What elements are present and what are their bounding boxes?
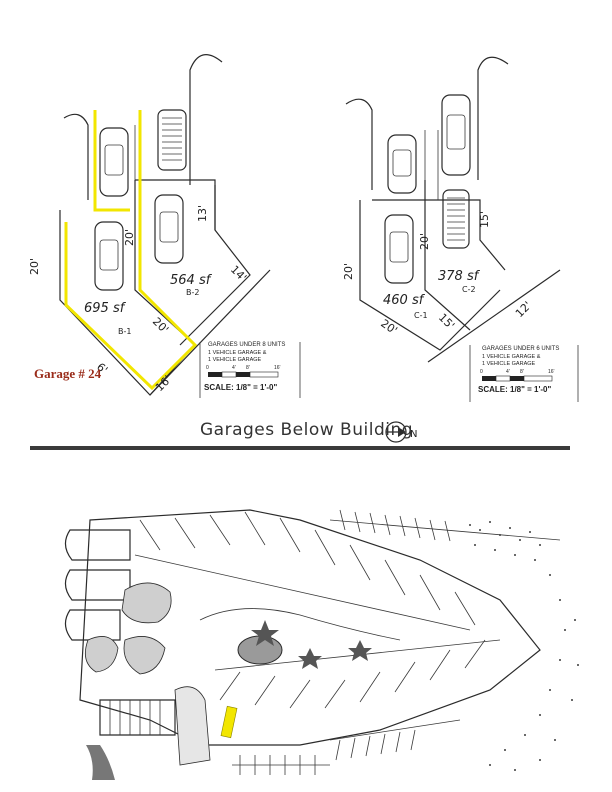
garage-building-stalls <box>109 700 161 735</box>
car-c1 <box>387 134 417 194</box>
building-outline <box>79 509 541 746</box>
legend-b-title: GARAGES UNDER 8 UNITS <box>208 342 285 348</box>
outer-wall-c1 <box>359 200 501 351</box>
scale-tick-c-8: 8' <box>520 369 524 375</box>
car-b3 <box>154 194 184 264</box>
landscape-dots <box>469 521 579 771</box>
highlight-outline-garage-24 <box>64 110 198 391</box>
legend-c-line1: 1 VEHICLE GARAGE & <box>482 354 541 360</box>
dim-c-20-center: 20' <box>418 233 431 250</box>
dim-b-20-center: 20' <box>123 229 136 246</box>
scale-text-c: SCALE: 1/8" = 1'-0" <box>478 385 551 394</box>
garden-1 <box>121 582 172 624</box>
tag-b1: B-1 <box>118 327 131 336</box>
tag-c2: C-2 <box>462 285 476 294</box>
dim-c-15-diag: 15' <box>436 311 457 332</box>
scale-bar-b <box>208 371 279 378</box>
north-arrow-icon <box>385 421 407 443</box>
scale-tick-b-0: 0 <box>206 365 209 371</box>
dim-b-20-left: 20' <box>28 258 41 275</box>
car-c3 <box>384 214 414 284</box>
driveway-curve-b-left <box>63 113 89 200</box>
scale-tick-c-4: 4' <box>506 369 510 375</box>
garage-c-plan: 20' 20' 15' 15' 12' 20' 460 sf 378 sf C-… <box>342 56 579 402</box>
dim-c-15-right: 15' <box>478 211 491 228</box>
garage-24-highlight <box>220 705 238 739</box>
car-b2 <box>94 221 124 291</box>
scale-tick-b-16: 16' <box>274 365 281 371</box>
garden-path <box>199 608 401 641</box>
outer-wall-c2 <box>372 199 506 271</box>
parking-top <box>329 509 561 542</box>
upper-wing-inner-edge <box>134 554 471 631</box>
garden-2 <box>84 636 119 673</box>
area-c1: 460 sf <box>383 293 426 308</box>
lower-wing-units <box>219 639 486 709</box>
lobe-1 <box>64 529 131 561</box>
car-b1 <box>99 127 129 197</box>
site-plan <box>64 509 579 780</box>
parking-right-bottom <box>329 719 461 761</box>
legend-b-line2: 1 VEHICLE GARAGE <box>208 357 262 363</box>
legend-c-title: GARAGES UNDER 6 UNITS <box>482 346 559 352</box>
scale-bar-c <box>482 375 553 382</box>
upper-wing-units <box>139 511 476 626</box>
dim-c-20-bottom: 20' <box>378 317 399 337</box>
driveway-curve-c-left <box>345 98 373 190</box>
dim-c-20-left: 20' <box>342 263 355 280</box>
dim-b-13: 13' <box>196 205 209 222</box>
parking-bottom <box>232 755 330 775</box>
outer-wall-b1 <box>59 210 196 396</box>
lobe-3 <box>64 609 121 641</box>
outer-wall-b2 <box>135 179 251 346</box>
diagonal-wall-c <box>427 269 561 363</box>
legend-c-frame <box>469 345 579 402</box>
section-title: Garages Below Building <box>200 420 414 440</box>
section-divider <box>30 446 570 450</box>
dim-b-16: 16' <box>153 373 174 394</box>
garage-building <box>99 699 176 736</box>
legend-b-line1: 1 VEHICLE GARAGE & <box>208 350 267 356</box>
scale-tick-c-16: 16' <box>548 369 555 375</box>
garden-3 <box>123 636 166 675</box>
driveway-curve-b-right <box>189 54 223 185</box>
dim-c-12: 12' <box>513 299 534 320</box>
area-b1: 695 sf <box>84 301 127 316</box>
car-b4-hatched <box>157 109 187 171</box>
lobe-2 <box>64 569 131 601</box>
area-c2: 378 sf <box>438 269 481 284</box>
car-c2 <box>441 94 471 176</box>
garage-24-label: Garage # 24 <box>34 366 102 381</box>
highlight-outline-top <box>93 110 130 212</box>
legend-c-line2: 1 VEHICLE GARAGE <box>482 361 536 367</box>
scale-tick-b-4: 4' <box>232 365 236 371</box>
scale-text-b: SCALE: 1/8" = 1'-0" <box>204 383 277 392</box>
star-icon-2 <box>298 648 322 669</box>
diagonal-wall-b <box>149 269 271 396</box>
north-arrow-letter: N <box>410 429 417 440</box>
legend-b-frame <box>199 342 301 398</box>
car-c4-hatched <box>442 189 470 249</box>
area-b2: 564 sf <box>170 273 213 288</box>
tag-b2: B-2 <box>186 288 199 297</box>
stall-lines-c <box>424 130 439 200</box>
tag-c1: C-1 <box>414 311 428 320</box>
star-icon-3 <box>348 640 372 661</box>
driveway-curve-c-right <box>477 56 509 180</box>
scale-tick-c-0: 0 <box>480 369 483 375</box>
stippled-lot <box>174 686 211 766</box>
hatched-wedge <box>86 745 115 780</box>
scale-tick-b-8: 8' <box>246 365 250 371</box>
divider-wall-c <box>424 180 471 331</box>
garage-b-plan: 20' 20' 13' 20' 14' 16' 6' 695 sf 564 sf… <box>28 54 301 398</box>
star-icon <box>251 620 279 646</box>
dim-b-14: 14' <box>228 263 249 284</box>
